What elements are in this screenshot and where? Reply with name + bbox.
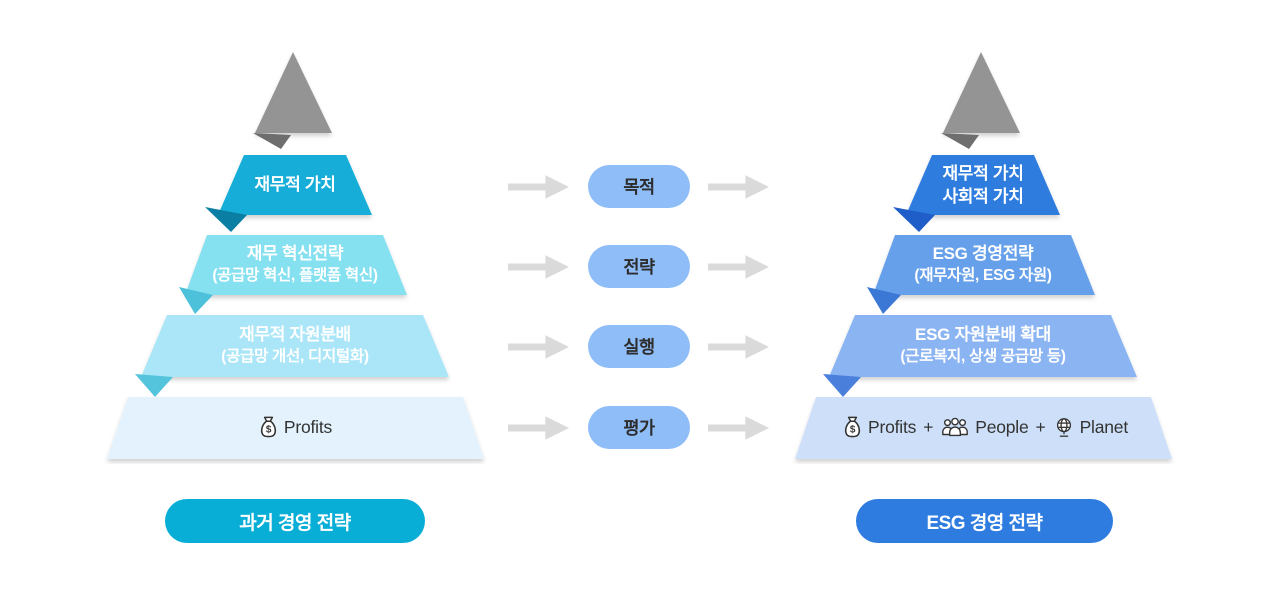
esg-strategy-button[interactable]: ESG 경영 전략 xyxy=(856,499,1113,543)
pill-execution-label: 실행 xyxy=(623,337,655,357)
right-pyramid-cap-shape xyxy=(943,52,1020,133)
pill-evaluation: 평가 xyxy=(588,406,690,449)
right-pyramid-level-1-fold xyxy=(893,207,935,232)
arrow-right-icon xyxy=(708,255,769,279)
left-profits-segment: $ Profits xyxy=(258,416,332,439)
arrow-right-icon xyxy=(508,255,569,279)
globe-icon xyxy=(1056,417,1071,437)
left-pyramid xyxy=(107,52,484,459)
right-pyramid-level-3-shape xyxy=(829,315,1137,377)
dollar-glyph: $ xyxy=(266,424,272,435)
pill-execution: 실행 xyxy=(588,325,690,368)
pill-purpose: 목적 xyxy=(588,165,690,208)
right-level-4-label: $ Profits + People + xyxy=(800,397,1170,457)
plus-separator: + xyxy=(923,416,934,437)
left-level-4-label: $ Profits xyxy=(135,397,455,457)
people-icon xyxy=(942,417,969,437)
past-strategy-button-label: 과거 경영 전략 xyxy=(239,512,351,534)
pill-strategy: 전략 xyxy=(588,245,690,288)
arrow-right-icon xyxy=(508,416,569,440)
plus-separator: + xyxy=(1035,416,1046,437)
arrow-right-icon xyxy=(508,335,569,359)
pill-strategy-label: 전략 xyxy=(623,257,655,277)
right-people-segment: People xyxy=(940,416,1029,438)
pill-evaluation-label: 평가 xyxy=(623,418,655,438)
arrow-right-icon xyxy=(708,416,769,440)
right-pyramid xyxy=(795,52,1172,459)
right-profits-label: Profits xyxy=(868,416,917,437)
past-strategy-button[interactable]: 과거 경영 전략 xyxy=(165,499,425,543)
right-pyramid-level-3-fold xyxy=(823,374,861,397)
right-profits-segment: $ Profits xyxy=(842,416,916,439)
arrow-right-icon xyxy=(708,175,769,199)
right-planet-segment: Planet xyxy=(1053,416,1128,439)
pill-purpose-label: 목적 xyxy=(623,177,655,197)
left-profits-label: Profits xyxy=(283,416,333,437)
left-pyramid-level-1-fold xyxy=(205,207,247,232)
right-planet-label: Planet xyxy=(1079,416,1129,437)
right-people-label: People xyxy=(975,416,1029,437)
right-pyramid-level-4-shape xyxy=(795,397,1172,459)
left-pyramid-cap-fold xyxy=(253,133,291,149)
left-pyramid-level-1-shape xyxy=(218,155,372,215)
left-pyramid-level-2-fold xyxy=(179,287,213,314)
arrow-right-icon xyxy=(708,335,769,359)
right-pyramid-level-2-fold xyxy=(867,287,901,314)
arrow-right-icon xyxy=(508,175,569,199)
money-bag-icon: $ xyxy=(260,416,276,437)
left-pyramid-level-3-shape xyxy=(141,315,449,377)
left-pyramid-level-2-shape xyxy=(185,235,407,295)
esg-strategy-button-label: ESG 경영 전략 xyxy=(926,512,1043,534)
left-pyramid-cap-shape xyxy=(255,52,332,133)
right-pyramid-level-2-shape xyxy=(873,235,1095,295)
right-pyramid-level-1-shape xyxy=(906,155,1060,215)
right-pyramid-cap-fold xyxy=(941,133,979,149)
money-bag-icon: $ xyxy=(844,416,861,437)
left-pyramid-level-4-shape xyxy=(107,397,484,459)
dollar-glyph: $ xyxy=(850,424,856,435)
left-pyramid-level-3-fold xyxy=(135,374,173,397)
